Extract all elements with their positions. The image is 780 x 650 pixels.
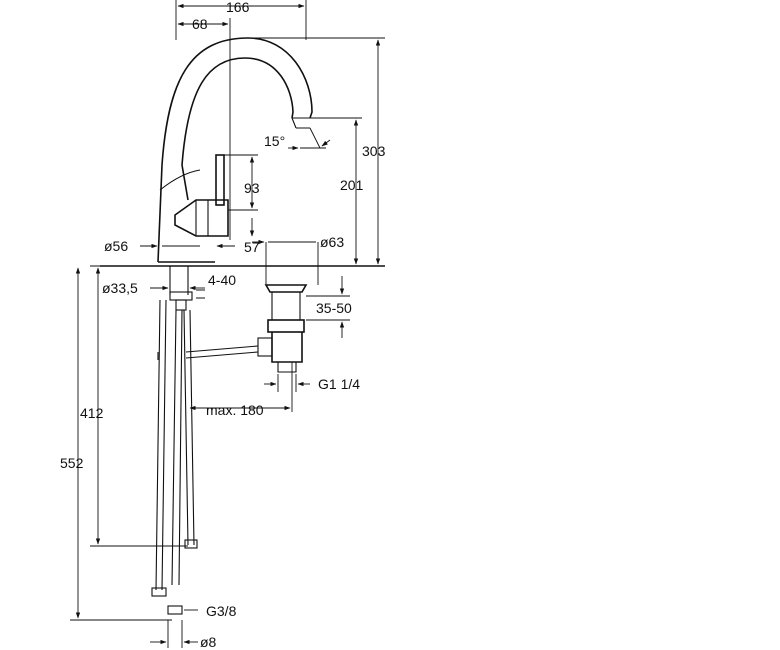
label-total-height: 303: [362, 143, 386, 159]
below-deck-assembly: [100, 265, 385, 615]
dimension-lines: [70, 0, 385, 648]
label-waste-range: 35-50: [316, 300, 352, 316]
label-rod-length-max: max. 180: [206, 402, 264, 418]
label-deck-thickness: 4-40: [208, 272, 236, 288]
label-hose-length-a: 412: [80, 405, 104, 421]
label-outlet-angle: 15°: [264, 133, 285, 149]
label-hose-diameter: ø8: [200, 634, 217, 650]
label-connection-thread: G3/8: [206, 603, 237, 619]
faucet-body: [157, 37, 313, 263]
label-spout-offset: 68: [192, 16, 208, 32]
label-overall-reach: 166: [226, 0, 250, 15]
label-shank-diameter: ø33,5: [102, 280, 138, 296]
dimension-labels: 166 68 15° 303 201 93 57 ø56 ø63 ø33,5 4…: [60, 0, 386, 650]
label-base-diameter: ø56: [104, 238, 128, 254]
label-outlet-height: 201: [340, 177, 364, 193]
label-hose-length-b: 552: [60, 455, 84, 471]
label-waste-thread: G1 1/4: [318, 376, 360, 392]
label-lever-base: 57: [244, 239, 260, 255]
label-waste-diameter: ø63: [320, 234, 344, 250]
label-lever-height: 93: [244, 180, 260, 196]
